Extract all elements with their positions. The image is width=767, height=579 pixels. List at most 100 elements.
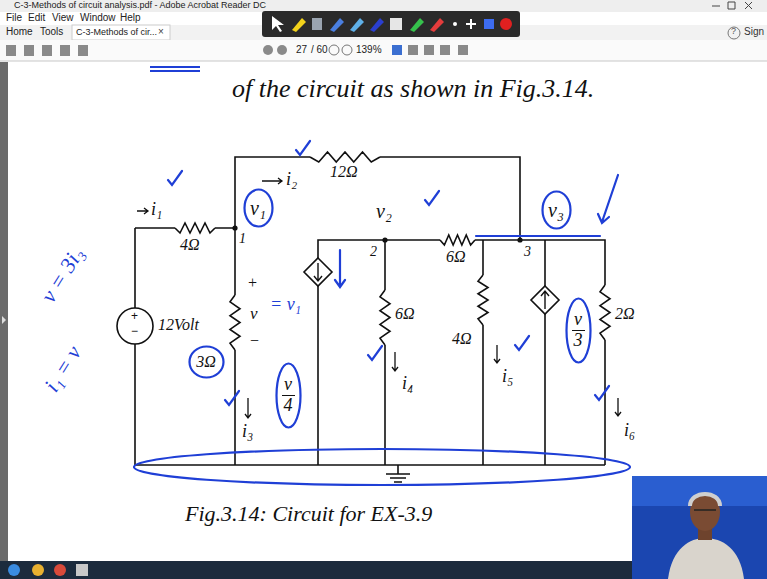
pen-toolbar	[262, 11, 520, 37]
annotation: = v₁	[270, 294, 301, 315]
toolbar-icon	[408, 45, 418, 55]
resistance-value: 12Ω	[330, 163, 358, 181]
toolbar-icon	[60, 45, 70, 56]
menu-item: Help	[120, 12, 141, 24]
polarity-sign: +	[131, 310, 138, 324]
polarity-sign: −	[249, 332, 260, 350]
resistance-value: 6Ω	[446, 248, 466, 266]
resistor-symbol	[600, 285, 610, 340]
circled-gain: v4	[275, 362, 302, 429]
tab-label: Home	[6, 26, 33, 38]
toolbar-icon	[458, 45, 468, 55]
node-number: 2	[370, 244, 377, 260]
annotation-underline	[150, 67, 200, 71]
zoom-in-icon	[342, 45, 352, 55]
page-number: 27	[296, 44, 307, 56]
source-arrow	[314, 263, 322, 281]
annotation-marks	[134, 141, 630, 485]
taskbar-icons	[8, 564, 88, 576]
dot-tool	[453, 22, 457, 26]
current-label: i₅	[502, 366, 513, 387]
ground-symbol	[386, 465, 410, 482]
junction-dot	[232, 225, 237, 230]
help-button: ?	[731, 26, 736, 36]
node-text-group: v3	[572, 310, 585, 351]
node-number: 1	[239, 231, 246, 247]
pen-tool	[410, 18, 424, 32]
circuit-wires	[135, 157, 605, 465]
current-label: i₁	[151, 199, 162, 220]
junction-dot	[517, 237, 522, 242]
tab-title: C-3-Methods of cir...	[76, 27, 157, 37]
voltage-source-symbol	[117, 308, 153, 344]
page-count: / 60	[311, 44, 328, 56]
toolbar-icon	[263, 45, 273, 55]
window-title: C-3-Methods of circuit analysis.pdf - Ad…	[14, 0, 266, 10]
source-value: 12Volt	[158, 316, 199, 334]
pen-tool	[350, 18, 364, 32]
toolbar-icon	[440, 45, 450, 55]
toolbar-icon	[24, 45, 34, 56]
pen-tools	[272, 16, 512, 32]
current-label: i₆	[624, 420, 635, 441]
annotation: v = 3i₃	[35, 242, 88, 307]
junction-dots	[232, 225, 522, 242]
pen-tool	[370, 18, 384, 32]
current-arrows	[137, 178, 621, 418]
resistor-symbol	[440, 235, 475, 245]
webcam-inset	[632, 476, 767, 579]
outline-ellipse	[189, 347, 223, 378]
menu-item: File	[6, 12, 22, 24]
node-text: v	[572, 310, 585, 331]
close-tool	[500, 18, 512, 30]
tick-mark	[168, 171, 182, 185]
circled-gain: v3	[565, 297, 592, 364]
heading-text: of the circuit as shown in Fig.3.14.	[232, 74, 594, 104]
toolbar-icon	[424, 45, 434, 55]
toolbar-icon	[78, 45, 88, 56]
circled-resistance: 3Ω	[188, 345, 225, 379]
voltage-node-circle: v₃	[541, 190, 572, 230]
tab-label: Tools	[40, 26, 63, 38]
polarity-sign: −	[131, 325, 138, 339]
pen-tool	[330, 18, 344, 32]
person-head	[690, 493, 720, 531]
tool-bar	[0, 40, 767, 61]
node-text: 3	[572, 331, 585, 351]
resistance-value: 4Ω	[180, 236, 200, 254]
panel-toggle	[2, 316, 6, 324]
taskbar-icon	[8, 564, 20, 576]
annotation-arrow	[598, 175, 618, 223]
person-glasses	[694, 509, 716, 511]
window-buttons	[712, 2, 752, 9]
node-text-group: 3Ω	[196, 353, 216, 371]
outline-ellipse	[542, 192, 570, 229]
taskbar-icon	[54, 564, 66, 576]
outline-ellipse	[276, 363, 300, 427]
resistance-value: 6Ω	[395, 305, 415, 323]
tick-mark	[296, 141, 310, 155]
node-text: v	[282, 375, 295, 396]
node-text-group: v₁	[250, 197, 266, 219]
color-tool	[484, 19, 494, 29]
sign-in: Sign	[744, 26, 764, 38]
screen-tool	[390, 18, 402, 30]
annotation-arrow	[335, 250, 345, 287]
resistor-symbol	[230, 295, 240, 350]
toolbar-icon	[6, 45, 16, 56]
resistor-symbol	[175, 223, 215, 233]
taskbar-icon	[32, 564, 44, 576]
source-arrow	[541, 291, 549, 309]
annotation-line	[476, 235, 600, 237]
highlighter-tool	[292, 18, 306, 32]
document-page	[0, 62, 767, 561]
pointer-tool	[272, 16, 284, 32]
pen-tool	[430, 18, 444, 32]
toolbar-icon	[277, 45, 287, 55]
voltage-label: v	[250, 304, 258, 324]
toolbar-icon	[42, 45, 52, 56]
dependent-current-source	[531, 286, 559, 314]
toolbar-icon	[392, 45, 402, 55]
